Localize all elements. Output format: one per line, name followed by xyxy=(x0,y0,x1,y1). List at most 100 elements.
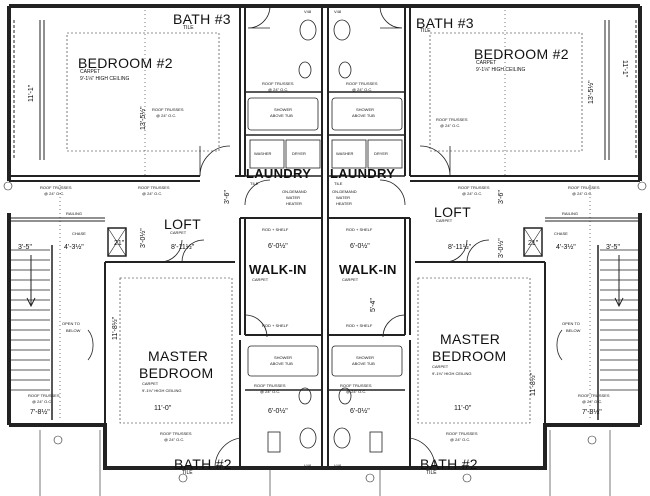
bedroom2-ceiling-right: 9'-1⅛" HIGH CEILING xyxy=(476,67,526,73)
loft-depth-left: 3'-0½" xyxy=(140,228,147,248)
master-carpet-left: CARPET xyxy=(142,381,159,386)
master-title2-right: BEDROOM xyxy=(432,348,507,364)
master-oc-left: @ 24" O.C. xyxy=(164,437,185,442)
water-heater-1-right: ON-DEMAND xyxy=(332,189,357,194)
bath3-oc-right: @ 24" O.C. xyxy=(352,87,373,92)
bath3-trusses-right: ROOF TRUSSES xyxy=(346,81,378,86)
stair-length-left: 7'-8½" xyxy=(30,409,50,416)
shower-top-right: SHOWER xyxy=(356,107,374,112)
bedroom2-trusses-left: ROOF TRUSSES xyxy=(152,107,184,112)
loft-carpet-right: CARPET xyxy=(436,218,453,223)
loft-oc2-left: @ 24" O.C. xyxy=(142,191,163,196)
shower-top-left: SHOWER xyxy=(274,107,292,112)
master-title2-left: BEDROOM xyxy=(139,365,214,381)
bath2-width-right: 6'-0½" xyxy=(350,408,370,415)
bath2-oc-left: @ 24" O.C. xyxy=(260,389,281,394)
walkin-width-right: 6'-0½" xyxy=(350,243,370,250)
rod-shelf-bot-right: ROD + SHELF xyxy=(346,323,373,328)
abovetub-bot-left: ABOVE TUB xyxy=(270,361,293,366)
bath3-title-right: BATH #3 xyxy=(416,15,474,31)
v48-bot-left: V48 xyxy=(304,463,312,468)
bedroom2-oc-left: @ 24" O.C. xyxy=(156,113,177,118)
v48-top-right: V48 xyxy=(334,9,342,14)
walkin-carpet-left: CARPET xyxy=(252,277,269,282)
walkin-title-right: WALK-IN xyxy=(339,262,397,277)
water-heater-3-left: HEATER xyxy=(286,201,302,206)
water-heater-3-right: HEATER xyxy=(336,201,352,206)
loft-oc2-right: @ 24" O.C. xyxy=(572,191,593,196)
bath3-tile-right: TILE xyxy=(420,28,431,34)
washer-left: WASHER xyxy=(254,151,272,156)
loft-width-left: 8'-11½" xyxy=(171,244,195,251)
shower-bot-left: SHOWER xyxy=(274,355,292,360)
bedroom2-title-left: BEDROOM #2 xyxy=(78,55,173,71)
v48-bot-right: V48 xyxy=(334,463,342,468)
bedroom2-carpet-left: CARPET xyxy=(80,69,101,75)
loft-trusses-right: ROOF TRUSSES xyxy=(458,185,490,190)
walkin-title-left: WALK-IN xyxy=(249,262,307,277)
below-left: BELOW xyxy=(66,328,81,333)
walkin-width-left: 6'-0½" xyxy=(268,243,288,250)
loft-oc-right: @ 24" O.C. xyxy=(462,191,483,196)
bath2-title-left: BATH #2 xyxy=(174,456,232,472)
stair-width-left: 3'-5" xyxy=(18,244,32,251)
bedroom2-ceiling-left: 9'-1⅛" HIGH CEILING xyxy=(80,76,130,82)
walkin-carpet-right: CARPET xyxy=(342,277,359,282)
v48-top-left: V48 xyxy=(304,9,312,14)
master-depth-left: 11'-8½" xyxy=(112,316,119,340)
below-right: BELOW xyxy=(566,328,581,333)
walkin-depth-right: 5'-4" xyxy=(370,298,377,312)
stair-oc-right: @ 24" O.C. xyxy=(582,399,603,404)
bedroom2-depth-left: 13'-5½" xyxy=(140,106,147,130)
master-width-left: 11'-0" xyxy=(154,405,172,412)
bedroom2-title-right: BEDROOM #2 xyxy=(474,46,569,62)
railing-right: RAILING xyxy=(562,211,579,216)
abovetub-top-right: ABOVE TUB xyxy=(352,113,375,118)
bedroom2-carpet-right: CARPET xyxy=(476,60,497,66)
loft-width-right: 8'-11½" xyxy=(448,244,472,251)
bath3-tile-left: TILE xyxy=(183,25,194,31)
washer-right: WASHER xyxy=(336,151,354,156)
shower-bot-right: SHOWER xyxy=(356,355,374,360)
loft-trusses2-left: ROOF TRUSSES xyxy=(138,185,170,190)
dryer-right: DRYER xyxy=(374,151,388,156)
loft-title-left: LOFT xyxy=(164,216,201,232)
stair-trusses-left: ROOF TRUSSES xyxy=(28,393,60,398)
master-ceiling-left: 9'-1⅛" HIGH CEILING xyxy=(142,388,182,393)
master-title1-left: MASTER xyxy=(148,348,209,364)
loft-title-right: LOFT xyxy=(434,204,471,220)
rod-shelf-top-right: ROD + SHELF xyxy=(346,227,373,232)
chase-21-right: 21" xyxy=(528,240,539,247)
bath2-trusses-right: ROOF TRUSSES xyxy=(340,383,372,388)
water-heater-1-left: ON-DEMAND xyxy=(282,189,307,194)
closet-depth-left: 11'-1" xyxy=(28,84,35,102)
bedroom2-trusses-right: ROOF TRUSSES xyxy=(436,117,468,122)
loft-trusses-left: ROOF TRUSSES xyxy=(40,185,72,190)
laundry-tile-left: TILE xyxy=(250,181,259,186)
master-depth-right: 11'-8½" xyxy=(530,372,537,396)
master-title1-right: MASTER xyxy=(440,331,501,347)
bath2-tile-left: TILE xyxy=(182,470,193,476)
bath2-title-right: BATH #2 xyxy=(420,456,478,472)
master-width-right: 11'-0" xyxy=(454,405,472,412)
bath2-trusses-left: ROOF TRUSSES xyxy=(254,383,286,388)
loft-oc-left: @ 24" O.C. xyxy=(44,191,65,196)
loft-trusses2-right: ROOF TRUSSES xyxy=(568,185,600,190)
loft-depth-right: 3'-0½" xyxy=(498,238,505,258)
laundry-title-right: LAUNDRY xyxy=(330,166,396,181)
closet-depth-right: 11'-1" xyxy=(621,60,628,78)
chase-right: CHASE xyxy=(554,231,568,236)
master-trusses-right: ROOF TRUSSES xyxy=(446,431,478,436)
loft-carpet-left: CARPET xyxy=(170,230,187,235)
abovetub-top-left: ABOVE TUB xyxy=(270,113,293,118)
abovetub-bot-right: ABOVE TUB xyxy=(352,361,375,366)
master-carpet-right: CARPET xyxy=(432,364,449,369)
stair-trusses-right: ROOF TRUSSES xyxy=(578,393,610,398)
bath2-width-left: 6'-0½" xyxy=(268,408,288,415)
dryer-left: DRYER xyxy=(292,151,306,156)
stair-width-right: 3'-5" xyxy=(606,244,620,251)
bedroom2-depth-right: 13'-5½" xyxy=(588,80,595,104)
rod-shelf-top-left: ROD + SHELF xyxy=(262,227,289,232)
laundry-tile-right: TILE xyxy=(334,181,343,186)
